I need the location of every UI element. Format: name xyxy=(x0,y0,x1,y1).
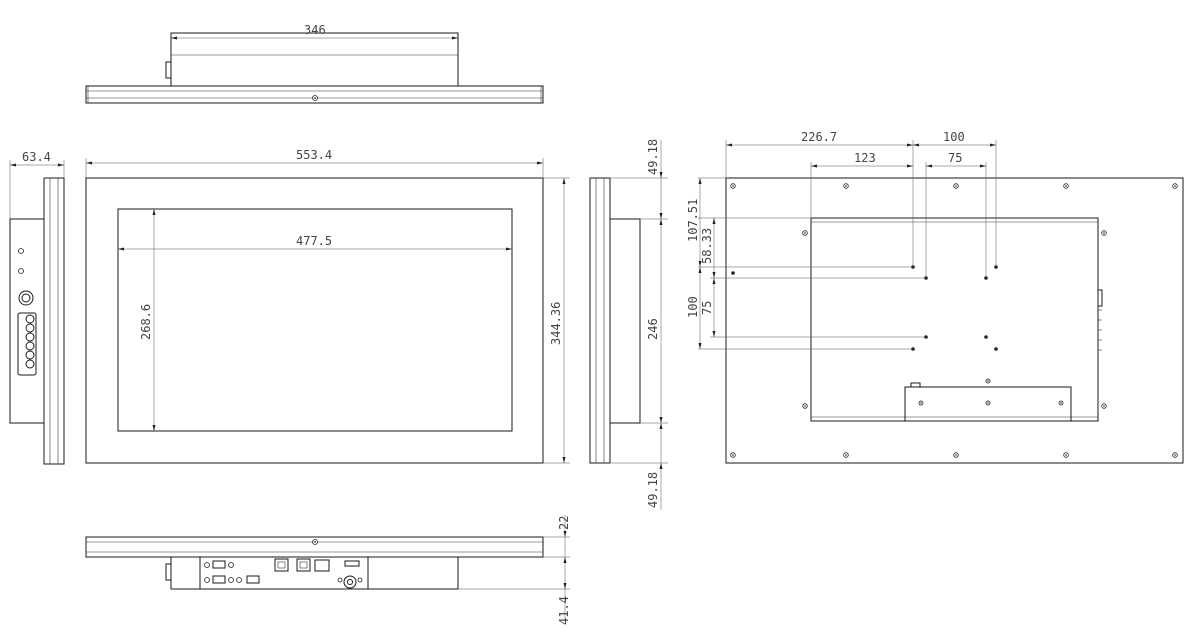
usb-port-2 xyxy=(212,575,226,584)
dim-553-4: 553.4 xyxy=(296,148,332,162)
side-bezel-outline xyxy=(43,177,65,465)
dim-58-33: 58.33 xyxy=(700,228,714,264)
dim-344-36: 344.36 xyxy=(549,302,563,345)
back-housing-outline xyxy=(810,217,1099,422)
side-connector-block xyxy=(17,312,37,376)
side-housing-outline xyxy=(9,218,45,424)
back-connector xyxy=(1097,289,1103,307)
dc-jack xyxy=(343,575,357,589)
usb-port-3 xyxy=(246,575,260,584)
back-io-box xyxy=(904,386,1072,422)
side-led-2 xyxy=(18,268,24,274)
dim-477-5: 477.5 xyxy=(296,234,332,248)
rj-port xyxy=(314,559,330,572)
right-bezel-outline xyxy=(589,177,611,464)
hdmi-port xyxy=(344,560,360,567)
io-panel xyxy=(199,556,369,590)
dim-268-6: 268.6 xyxy=(139,304,153,340)
dim-22: 22 xyxy=(557,516,571,530)
dim-123: 123 xyxy=(854,151,876,165)
dim-63-4: 63.4 xyxy=(22,150,51,164)
dim-back-75-v: 75 xyxy=(700,301,714,315)
dim-226-7: 226.7 xyxy=(801,130,837,144)
lan-port-1 xyxy=(274,558,289,572)
lan-port-2 xyxy=(296,558,311,572)
dim-107-51: 107.51 xyxy=(686,199,700,242)
front-view: 553.4 477.5 268.6 344.36 xyxy=(85,148,570,464)
front-bezel-outline xyxy=(85,177,544,464)
right-side-view: 49.18 246 49.18 xyxy=(589,139,668,510)
top-connector xyxy=(165,61,172,79)
side-power-button xyxy=(18,290,34,306)
dim-back-75-h: 75 xyxy=(948,151,962,165)
top-housing-outline xyxy=(170,32,459,87)
side-view: 63.4 xyxy=(9,150,65,465)
dim-back-100-h: 100 xyxy=(943,130,965,144)
top-view: 346 xyxy=(85,23,544,104)
dim-back-100-v: 100 xyxy=(686,296,700,318)
usb-port-1 xyxy=(212,560,226,569)
dim-49-18-bottom: 49.18 xyxy=(646,472,660,508)
back-outline xyxy=(725,177,1184,464)
side-led-1 xyxy=(18,248,24,254)
dim-41-4: 41.4 xyxy=(557,596,571,625)
dim-346: 346 xyxy=(304,23,326,37)
dim-246: 246 xyxy=(646,318,660,340)
right-housing-outline xyxy=(609,218,641,424)
back-view: 226.7 100 123 75 107.51 58.33 100 75 xyxy=(686,130,1184,464)
back-perimeter-screws xyxy=(730,183,1178,458)
bottom-view: 22 41.4 xyxy=(85,515,571,625)
front-screen-outline xyxy=(117,208,513,432)
dim-49-18-top: 49.18 xyxy=(646,139,660,175)
